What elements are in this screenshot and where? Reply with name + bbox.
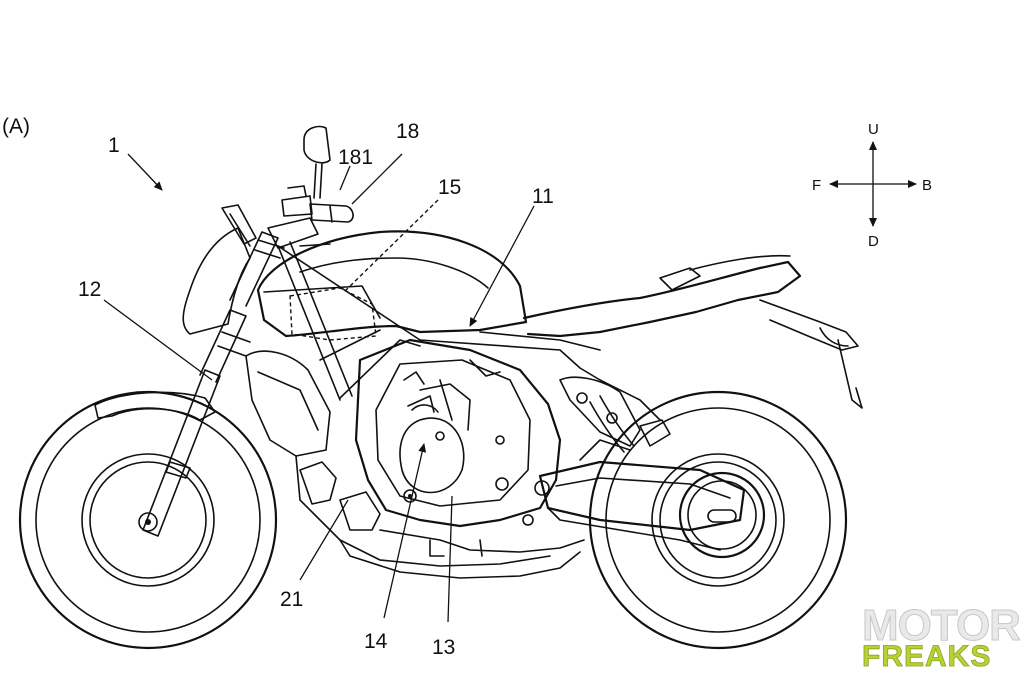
ref-numeral-15: 15: [438, 176, 461, 199]
watermark-line1: MOTOR: [862, 601, 1020, 650]
panel-label: (A): [2, 115, 30, 138]
ref-numeral-1: 1: [108, 134, 120, 157]
direction-up-label: U: [868, 121, 879, 138]
rear-shock: [589, 401, 625, 453]
ref-numeral-18: 18: [396, 120, 419, 143]
watermark-line2: FREAKS: [862, 640, 991, 673]
fuel-tank: [256, 230, 528, 338]
ref-numeral-14: 14: [364, 630, 388, 653]
radiator-shroud: [245, 350, 331, 457]
ref-numeral-181: 181: [338, 146, 373, 169]
direction-indicator: U D F B: [812, 121, 932, 250]
direction-front-label: F: [812, 177, 821, 194]
swingarm: [522, 439, 746, 551]
direction-down-label: D: [868, 233, 879, 250]
motorfreaks-watermark: MOTOR FREAKS: [862, 601, 1022, 674]
ref-numeral-12: 12: [78, 278, 101, 301]
engine: [354, 338, 562, 528]
seat-and-tail: [522, 254, 863, 409]
handlebar-and-mirror: [267, 125, 354, 249]
exhaust: [295, 455, 585, 579]
frame: [277, 241, 671, 447]
front-wheel: [18, 390, 278, 650]
headlight: [182, 227, 251, 335]
direction-back-label: B: [922, 177, 932, 194]
leader-lines: [103, 153, 535, 623]
ref-numeral-21: 21: [280, 588, 303, 611]
rear-wheel: [588, 390, 848, 650]
front-fender: [94, 391, 216, 421]
ref-numeral-11: 11: [532, 185, 554, 208]
ref-numeral-13: 13: [432, 636, 455, 659]
front-fork: [142, 231, 285, 537]
